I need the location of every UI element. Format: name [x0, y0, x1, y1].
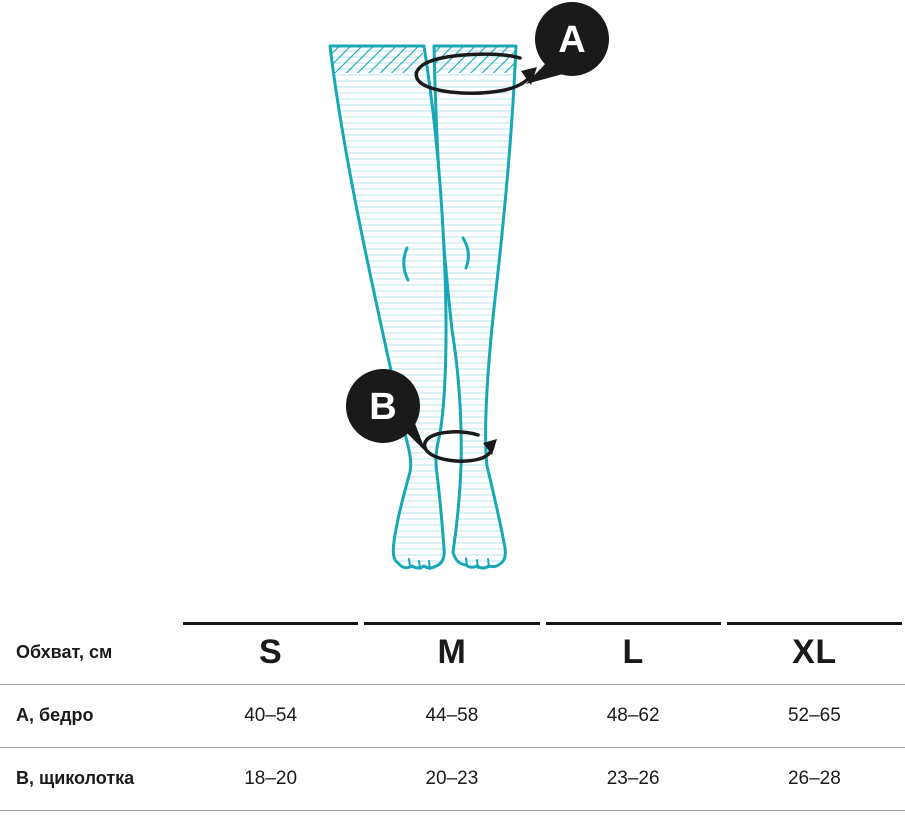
size-column-header-l: L: [542, 622, 724, 685]
value-thigh-l: 48–62: [542, 684, 724, 748]
marker-b: B: [346, 369, 426, 452]
row-label-ankle: В, щиколотка: [0, 747, 180, 811]
value-ankle-xl: 26–28: [723, 747, 905, 811]
table-row-ankle: В, щиколотка 18–20 20–23 23–26 26–28: [0, 747, 905, 811]
value-ankle-m: 20–23: [361, 747, 543, 811]
size-column-header-xl: XL: [723, 622, 905, 685]
knee-mark-left: [402, 246, 410, 282]
value-ankle-s: 18–20: [180, 747, 362, 811]
size-table: Обхват, см S M L XL А, бедро 40–54 44–58…: [0, 622, 905, 811]
value-thigh-s: 40–54: [180, 684, 362, 748]
table-corner-label: Обхват, см: [0, 622, 180, 685]
right-leg: [432, 44, 518, 570]
ankle-measure-arrow-icon: [422, 430, 497, 463]
legs-figure: A B: [328, 2, 609, 570]
legs-illustration: A B: [328, 2, 609, 570]
marker-a: A: [526, 2, 609, 84]
marker-b-label: B: [369, 386, 396, 428]
value-ankle-l: 23–26: [542, 747, 724, 811]
size-table-section: Обхват, см S M L XL А, бедро 40–54 44–58…: [0, 622, 905, 811]
value-thigh-xl: 52–65: [723, 684, 905, 748]
toe-lines-right: [465, 557, 490, 569]
marker-a-label: A: [558, 19, 585, 61]
thigh-measure-arrow-icon: [414, 52, 537, 95]
value-thigh-m: 44–58: [361, 684, 543, 748]
table-row-thigh: А, бедро 40–54 44–58 48–62 52–65: [0, 684, 905, 748]
hatch-band-left: [331, 46, 423, 73]
left-leg: [328, 44, 448, 570]
knee-mark-right: [461, 236, 470, 270]
table-header-row: Обхват, см S M L XL: [0, 622, 905, 685]
row-label-thigh: А, бедро: [0, 684, 180, 748]
hatch-band-right: [435, 46, 515, 73]
size-column-header-m: M: [361, 622, 543, 685]
size-column-header-s: S: [180, 622, 362, 685]
toe-lines-left: [408, 558, 431, 570]
